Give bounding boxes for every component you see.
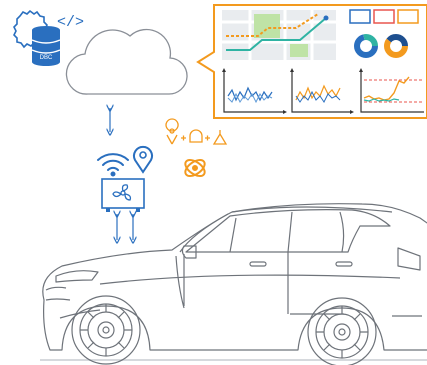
legend-box-blue (349, 9, 371, 24)
legend-box-orange (397, 9, 419, 24)
fusion-logo-icon (184, 159, 206, 177)
database-label: DBC (40, 55, 53, 61)
fan-icon (112, 184, 132, 201)
line-chart-icon (290, 68, 354, 114)
car-windows (185, 209, 391, 253)
map-icon (222, 10, 336, 60)
rear-wheel (307, 297, 377, 365)
dashboard-panel (196, 4, 427, 119)
cloud-icon (65, 28, 188, 95)
gear-database-icon: DBC (13, 9, 61, 66)
gateway-device-icon (101, 178, 145, 212)
line-chart-icon (359, 68, 424, 113)
legend-box-red (373, 9, 395, 24)
line-chart-icon (222, 68, 287, 114)
sensor-fusion-icon (165, 118, 228, 145)
donut-chart-icon (354, 34, 408, 58)
car-illustration (40, 203, 427, 365)
front-wheel (71, 295, 141, 365)
location-pin-icon (133, 145, 153, 174)
wifi-icon (97, 153, 129, 177)
code-icon: </> (57, 14, 84, 31)
